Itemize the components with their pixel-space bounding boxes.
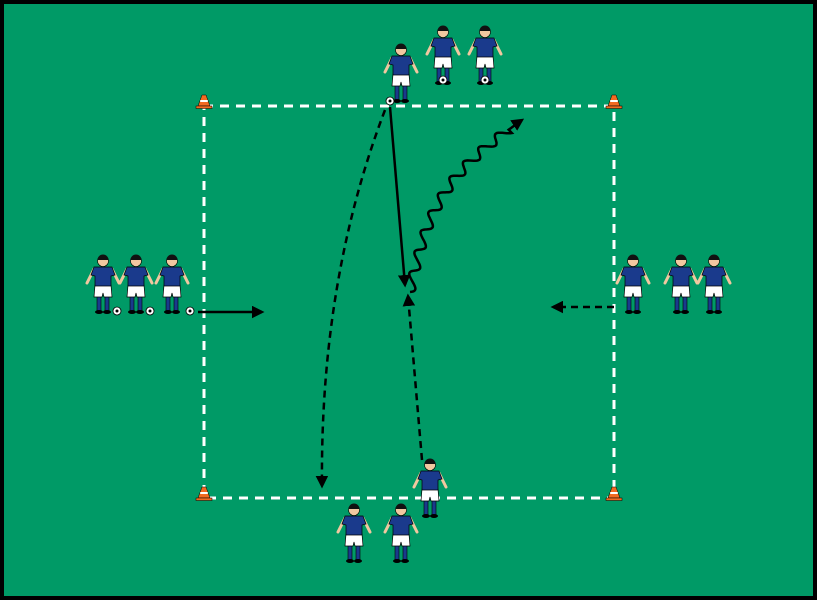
ball-icon [112, 306, 122, 316]
ball-icon [385, 96, 395, 106]
ball-icon [145, 306, 155, 316]
pass-arrow [388, 106, 411, 288]
ball-icon [438, 75, 448, 85]
run-arrow-bottom [402, 293, 424, 461]
grid-area [202, 104, 616, 500]
dribble-arrow-wavy [408, 118, 525, 294]
run-arrow-curved [315, 109, 387, 489]
ball-icon [185, 306, 195, 316]
ball-icon [480, 75, 490, 85]
